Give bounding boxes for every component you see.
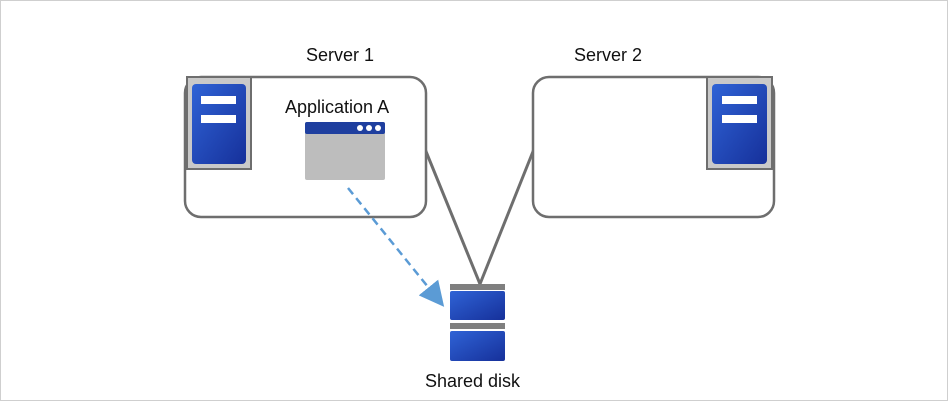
server2-label: Server 2 (574, 45, 643, 65)
server1-label: Server 1 (306, 45, 375, 65)
connection-server1-disk (423, 148, 482, 285)
access-arrow (347, 187, 445, 307)
application-window-icon (305, 122, 385, 180)
application-a-label: Application A (285, 97, 390, 117)
shared-disk-label: Shared disk (425, 371, 521, 391)
server1-icon (186, 76, 252, 170)
connection-server2-disk (478, 148, 536, 285)
shared-disk-icon[interactable] (450, 284, 505, 361)
server2-icon (706, 76, 773, 170)
